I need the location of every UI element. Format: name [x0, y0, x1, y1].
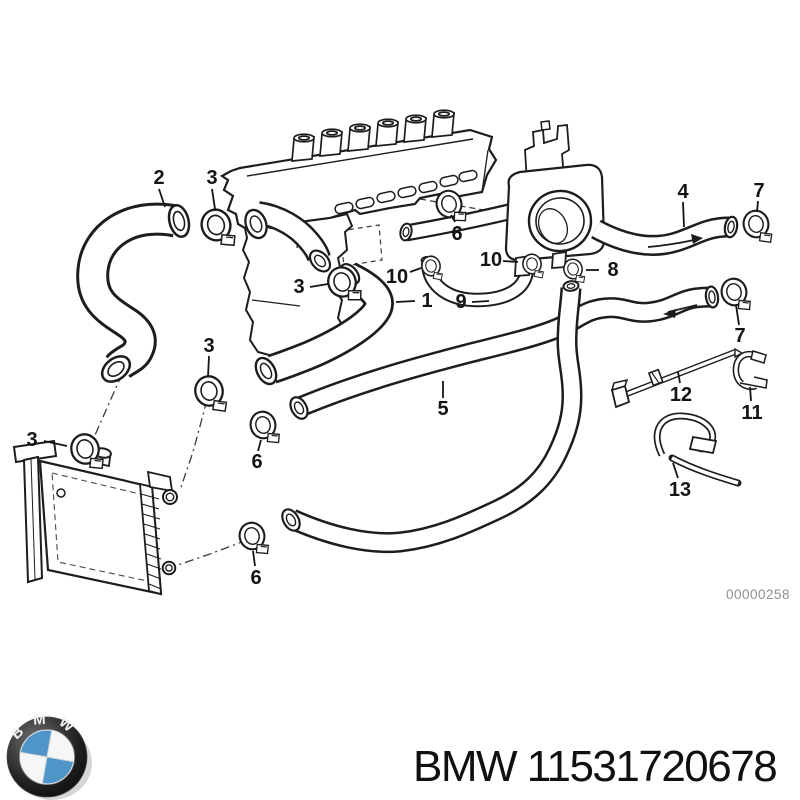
holder-clip	[732, 350, 768, 390]
callout-labels: 2 3 3 3 3 1 9 10 10 6 8 4 7 7 12 11 13 5…	[26, 167, 764, 589]
throttle-body	[504, 120, 606, 277]
diagram-number-watermark: 00000258	[726, 587, 790, 602]
callout-label-5: 5	[437, 398, 448, 420]
cable-strap	[610, 347, 744, 409]
callout-label-9: 9	[455, 291, 466, 313]
callout-label-8: 8	[607, 259, 618, 281]
head-port-slots	[334, 169, 478, 215]
roundel-quadrants	[20, 730, 74, 784]
callout-label-10-1: 10	[386, 266, 408, 288]
hose-clamp	[246, 407, 283, 450]
callout-label-3-1: 3	[206, 167, 217, 189]
callout-label-3-4: 3	[26, 429, 37, 451]
hose-clamp	[740, 207, 775, 249]
hose-5	[289, 285, 720, 420]
callout-label-11: 11	[741, 402, 762, 424]
callout-leader-lines	[43, 188, 759, 567]
water-pipe	[399, 201, 520, 242]
thermostat-outlet-pipe	[244, 201, 332, 273]
lower-radiator-hose	[281, 280, 583, 554]
radiator-fins	[140, 493, 162, 590]
hose-clamp	[191, 372, 230, 418]
callout-label-6-2: 6	[251, 451, 262, 473]
part-number-text: 11531720678	[526, 742, 778, 791]
callout-label-4: 4	[677, 181, 689, 203]
callout-label-7-2: 7	[734, 325, 745, 347]
flow-arrow-left-icon	[663, 304, 698, 318]
hose-2	[76, 202, 191, 383]
hose-hook	[653, 412, 742, 487]
callout-label-6-1: 6	[451, 223, 462, 245]
callout-label-13: 13	[669, 479, 691, 501]
callout-label-10-2: 10	[480, 249, 502, 271]
hose-4	[591, 215, 739, 256]
brand-text: BMW	[413, 742, 518, 791]
callout-label-3-3: 3	[203, 335, 214, 357]
radiator	[12, 439, 178, 596]
callout-label-12: 12	[670, 384, 692, 406]
flow-arrow-right-icon	[647, 234, 703, 248]
hose-clamp	[196, 204, 239, 254]
engine-cylinder-head	[219, 109, 498, 230]
hose-clamp	[717, 274, 754, 317]
bmw-logo: BMW	[4, 710, 92, 800]
hose-1	[254, 262, 394, 386]
part-number-line: BMW 11531720678	[413, 742, 778, 791]
callout-label-2: 2	[153, 167, 164, 189]
callout-label-6-3: 6	[250, 567, 261, 589]
callout-label-1: 1	[421, 290, 432, 312]
cylinder-stubs	[291, 109, 455, 162]
callout-label-3-2: 3	[293, 276, 304, 298]
callout-label-7-1: 7	[753, 180, 764, 202]
